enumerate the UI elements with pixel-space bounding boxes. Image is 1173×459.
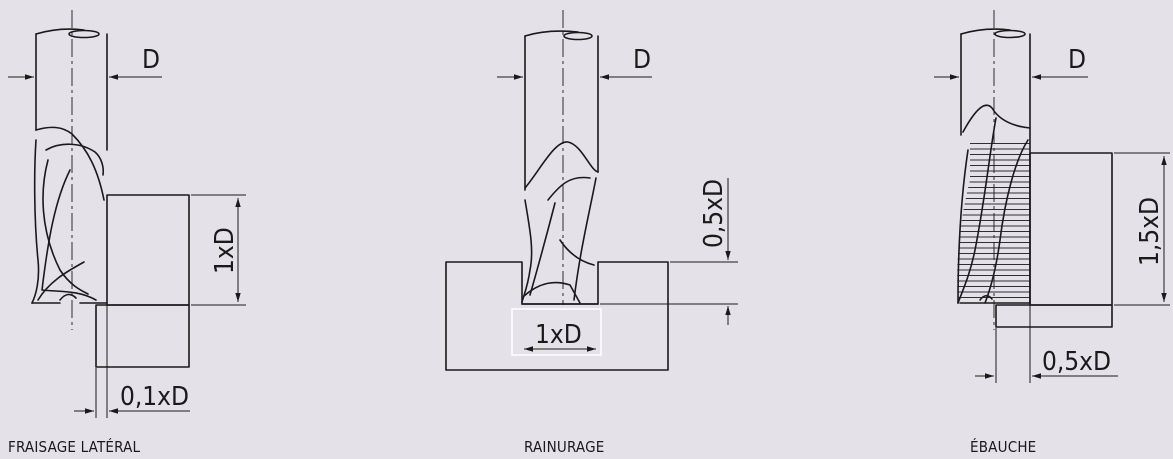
depth-label: 1xD xyxy=(210,227,240,274)
diameter-label: D xyxy=(633,45,651,75)
end-mill-tool xyxy=(521,30,599,305)
workpiece-lower xyxy=(95,304,190,368)
diagram-side-milling: D 1xD 0,1xD FRAISAGE LATÉRAL xyxy=(8,10,246,456)
diameter-label: D xyxy=(142,45,160,75)
workpiece-upper xyxy=(106,194,190,306)
width-label: 0,1xD xyxy=(120,382,189,412)
workpiece-upper xyxy=(1029,152,1113,306)
workpiece-slotted xyxy=(445,261,669,371)
workpiece-lower xyxy=(995,304,1113,328)
caption-side-milling: FRAISAGE LATÉRAL xyxy=(8,437,141,456)
diagram-slotting: D 0,5xD 1xD RAINURAGE xyxy=(445,10,738,456)
caption-slotting: RAINURAGE xyxy=(524,438,604,456)
width-label: 0,5xD xyxy=(1042,347,1111,377)
depth-label: 1,5xD xyxy=(1135,197,1165,266)
diagram-roughing: D 1,5xD 0,5xD ÉBAUCHE xyxy=(934,10,1170,456)
depth-label: 0,5xD xyxy=(699,179,729,248)
diameter-label: D xyxy=(1068,45,1086,75)
end-mill-tool xyxy=(31,28,108,304)
caption-roughing: ÉBAUCHE xyxy=(970,437,1036,456)
width-label: 1xD xyxy=(535,320,582,350)
